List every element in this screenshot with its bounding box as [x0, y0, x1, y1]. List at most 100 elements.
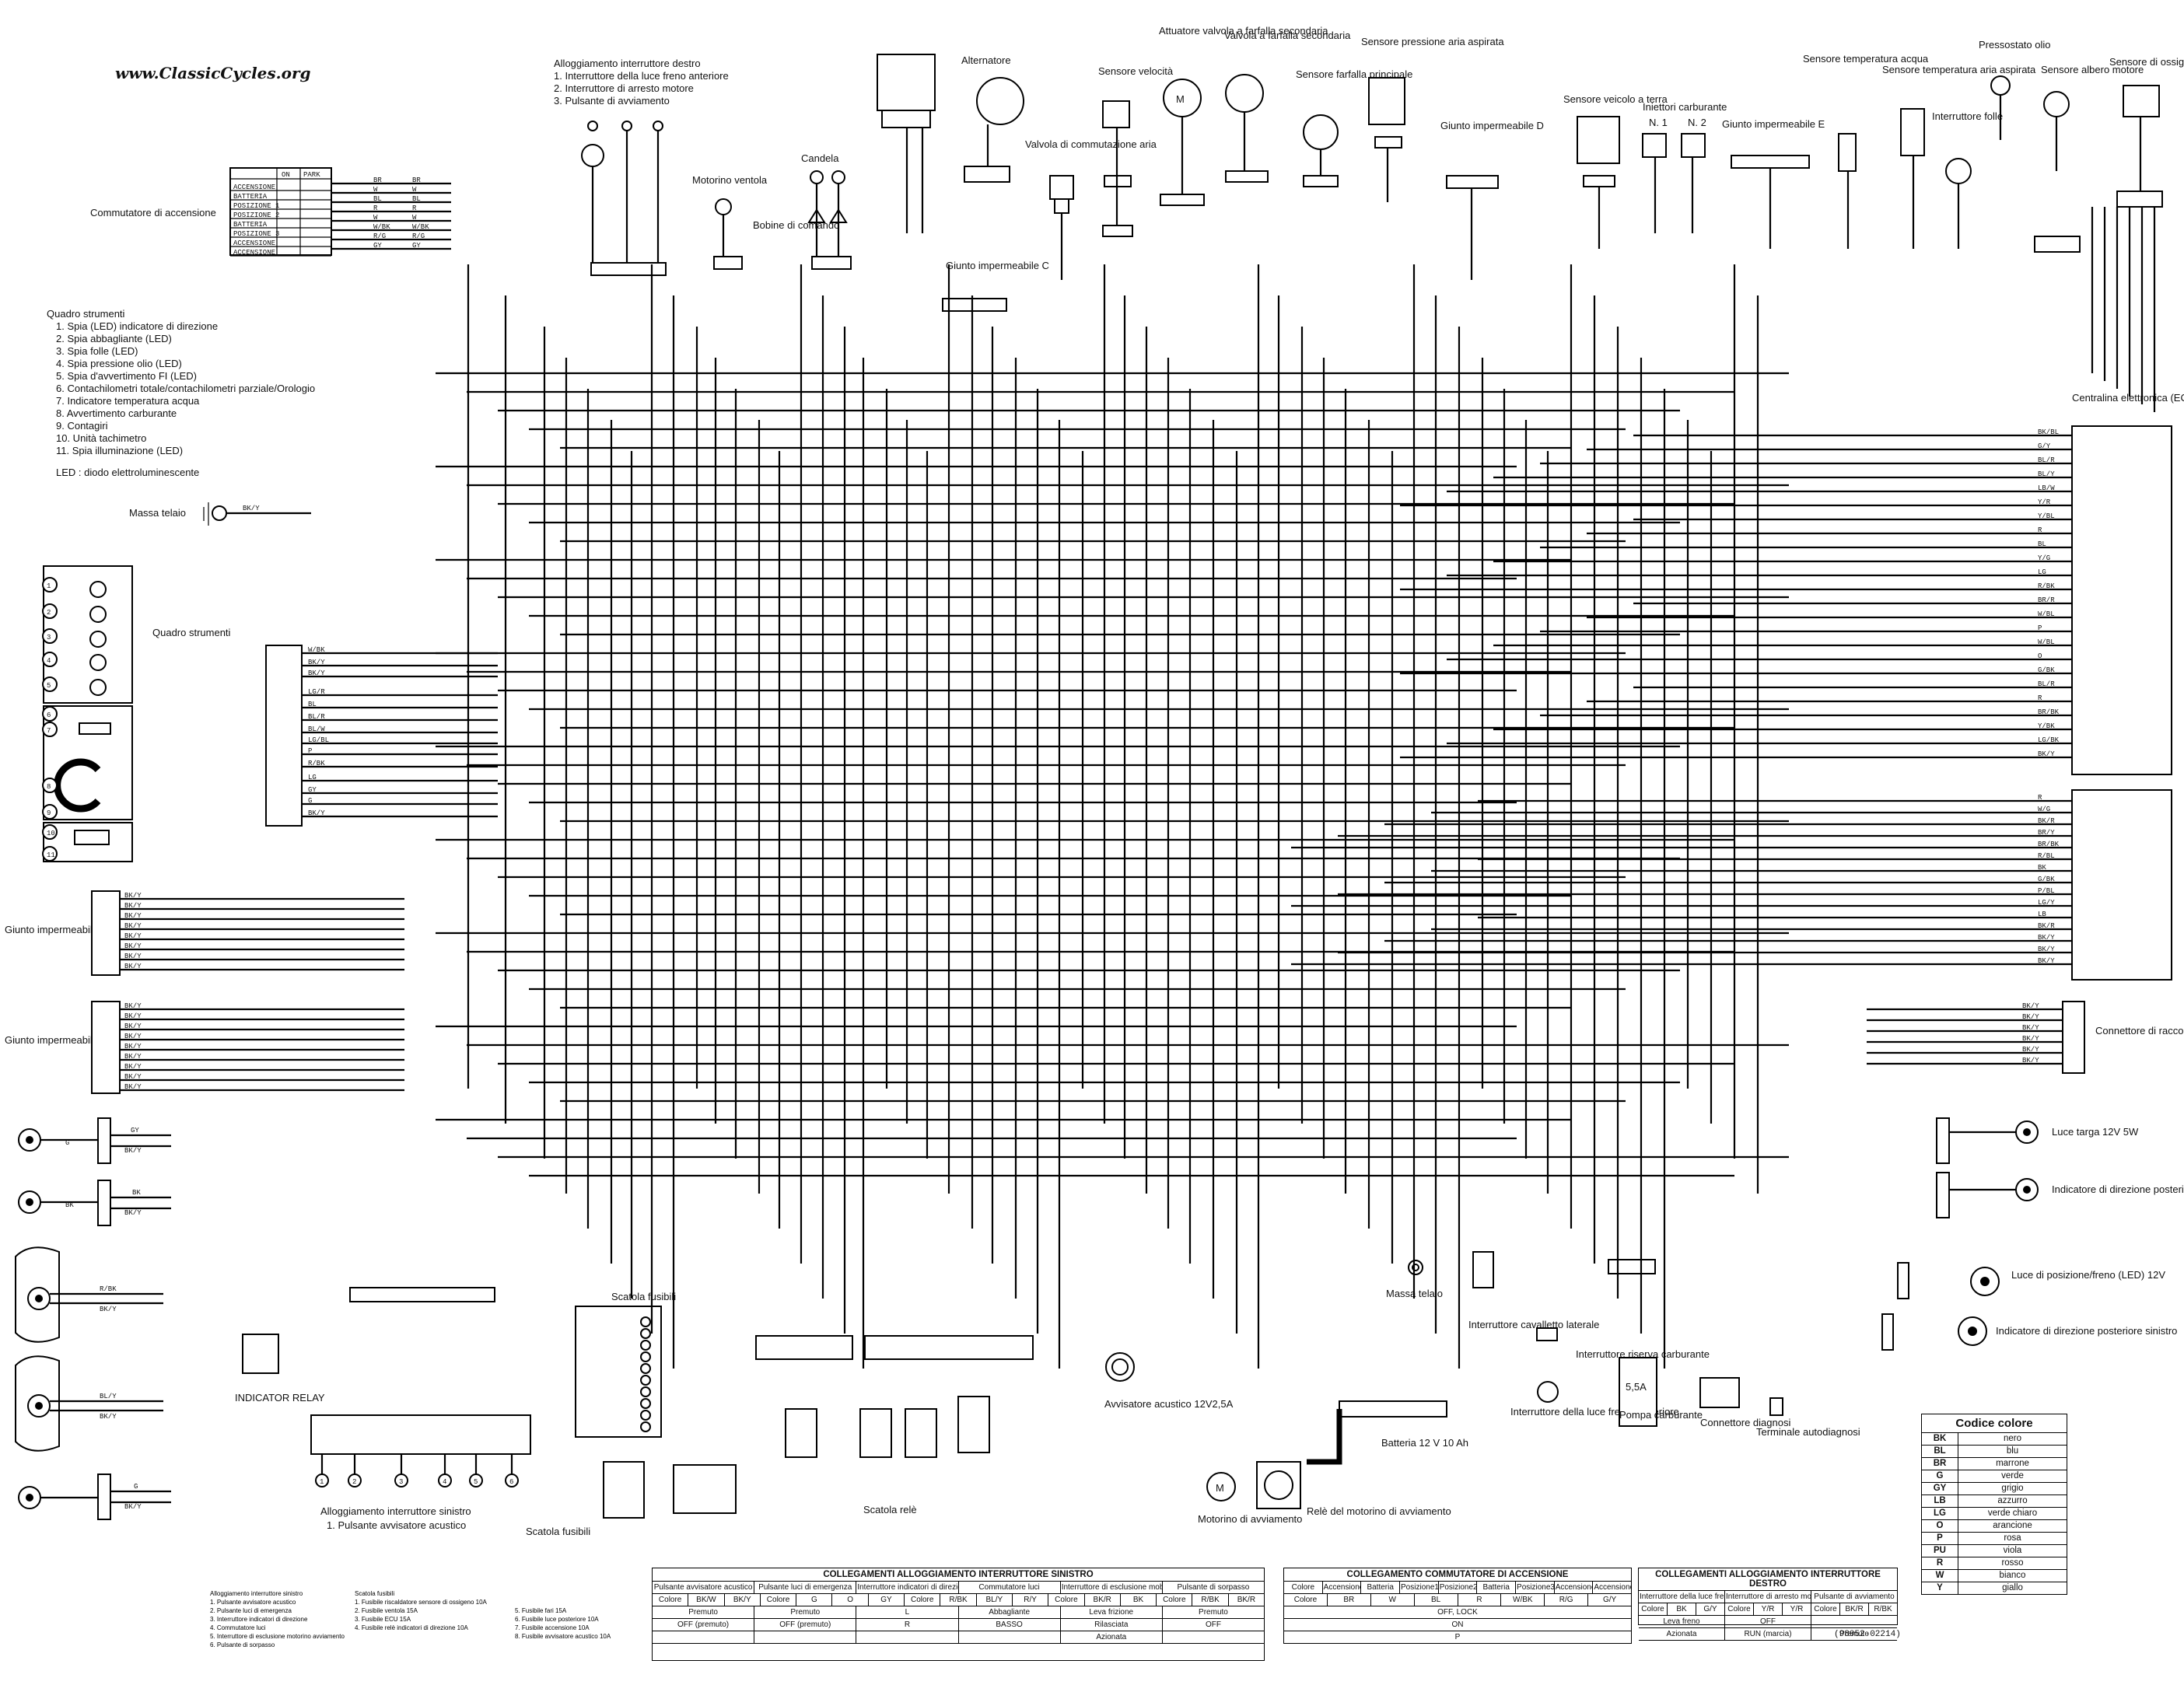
ignition-row: BATTERIA [233, 221, 268, 229]
dashboard-number-text: 2 [47, 609, 51, 617]
wire-code: BK/Y [124, 1063, 142, 1071]
right-housing-item: 2. Interruttore di arresto motore [554, 82, 694, 94]
wire-code: R [2038, 794, 2042, 802]
wire-code: R/BK [2038, 582, 2055, 590]
table-cell: R/G [1545, 1594, 1589, 1606]
injector-1-label: N. 1 [1649, 117, 1668, 128]
table-cell [754, 1631, 857, 1643]
table-cell: Accensione [1323, 1582, 1362, 1593]
table-cell: Commutatore luci [959, 1582, 1061, 1593]
lamp-icon [18, 1128, 41, 1214]
table-cell: Colore [1157, 1594, 1193, 1606]
intake-pressure-sensor-label: Sensore pressione aria aspirata [1361, 36, 1504, 47]
wire-code: LB/W [2038, 484, 2055, 492]
dashboard-note: 7. Indicatore temperatura acqua [56, 395, 200, 407]
wire-code: R [2038, 694, 2042, 702]
table-cell: BK [1668, 1603, 1696, 1615]
wire-code: BK/Y [124, 892, 142, 900]
table-cell: Premuto [1199, 1608, 1228, 1617]
wire-code: G/Y [2038, 442, 2051, 450]
table-cell: R/Y [1013, 1594, 1049, 1606]
bottom-note: Alloggiamento interruttore sinistro [210, 1590, 303, 1597]
wire-code: G [308, 797, 312, 805]
water-temp-sensor-label: Sensore temperatura acqua [1803, 53, 1929, 65]
wire-code: BK/Y [124, 1053, 142, 1061]
fuse-icon [640, 1363, 651, 1374]
wire-code: GY [131, 1127, 139, 1134]
color-name: verde [2001, 1471, 2024, 1480]
wire-code: W/BK [308, 646, 325, 654]
ignition-row: POSIZIONE 1 [233, 202, 279, 210]
table-cell [856, 1631, 959, 1643]
table-cell: Batteria [1361, 1582, 1401, 1593]
bottom-note: 3. Interruttore indicatori di direzione [210, 1616, 308, 1623]
table-cell: Azionata [1639, 1628, 1725, 1640]
table-cell: Colore [653, 1594, 689, 1606]
dashboard-note: 9. Contagiri [56, 420, 108, 432]
table-cell: BL [1415, 1594, 1458, 1606]
joint-e-label: Giunto impermeabile E [1722, 118, 1825, 130]
dashboard-number [42, 804, 58, 820]
left-switch-table-title: COLLEGAMENTI ALLOGGIAMENTO INTERRUTTORE … [653, 1568, 1264, 1582]
color-legend-title: Codice colore [1922, 1414, 2067, 1433]
right-housing-item: 1. Interruttore della luce freno anterio… [554, 70, 729, 82]
dashboard-number [42, 603, 58, 619]
motor-icon: M [1206, 1472, 1236, 1501]
color-code: PU [1922, 1545, 1958, 1557]
wire-code: Y/G [2038, 554, 2050, 562]
bottom-note: 3. Fusibile ECU 15A [355, 1616, 411, 1623]
bottom-note: 5. Fusibile fari 15A [515, 1607, 567, 1614]
table-cell: OFF (premuto) [754, 1619, 857, 1631]
dashboard-number-text: 3 [47, 634, 51, 641]
bottom-note: 2. Pulsante luci di emergenza [210, 1607, 292, 1614]
wire-code: BK/Y [124, 1073, 142, 1081]
left-housing-item: 1. Pulsante avvisatore acustico [327, 1519, 466, 1531]
motor-icon: M [1163, 79, 1202, 117]
wire-code: GY [308, 786, 317, 794]
right-housing-notes: Alloggiamento interruttore destro 1. Int… [554, 58, 729, 107]
wire-code: BK/R [2038, 922, 2055, 930]
wire-code: R/G [412, 232, 425, 240]
starter-motor-label: Motorino di avviamento [1198, 1513, 1302, 1525]
color-name: bianco [1999, 1571, 2026, 1580]
color-code: R [1922, 1557, 1958, 1569]
wire-code: BL/R [2038, 456, 2055, 464]
switch-pin-number: 4 [443, 1478, 446, 1486]
wire-code: W/BL [2038, 638, 2055, 646]
dashboard-number [42, 652, 58, 667]
wire-code: BK/Y [124, 1209, 142, 1217]
table-cell: Interruttore della luce freno anteriore [1640, 1591, 1725, 1603]
table-cell: OFF, LOCK [1437, 1608, 1478, 1617]
ignition-row: ACCENSIONE [233, 249, 275, 257]
wire-code: BK/BL [2038, 428, 2059, 436]
table-cell: OFF [1205, 1620, 1221, 1629]
wire-code: GY [373, 242, 382, 250]
wire-code: BR/BK [2038, 841, 2060, 848]
color-name: azzurro [1997, 1496, 2028, 1505]
wire-code: W/BK [412, 223, 429, 231]
dashboard-notes-title: Quadro strumenti [47, 308, 125, 320]
wire-code: W [412, 186, 417, 194]
table-cell: ON [1451, 1620, 1464, 1629]
lamp-icon [1958, 1120, 2039, 1346]
table-cell [959, 1631, 1061, 1643]
color-code: Y [1922, 1582, 1958, 1594]
relay-icon [1256, 1461, 1301, 1509]
wire-code: BL/Y [2038, 470, 2055, 478]
table-cell: Rilasciata [1061, 1619, 1163, 1631]
dashboard-number [42, 706, 58, 722]
sensor-icon [1102, 100, 1130, 128]
ignition-table: COLLEGAMENTO COMMUTATORE DI ACCENSIONE C… [1283, 1568, 1632, 1644]
ignition-row: BATTERIA [233, 193, 268, 201]
fuse-icon [640, 1410, 651, 1421]
joint-a-label: Giunto impermeabile A [5, 924, 107, 935]
right-switch-table: COLLEGAMENTI ALLOGGIAMENTO INTERRUTTORE … [1638, 1568, 1898, 1641]
table-cell: Interruttore di esclusione mobilità/ inc… [1061, 1582, 1163, 1593]
dashboard-number-text: 5 [47, 682, 51, 690]
indicator-relay-label: INDICATOR RELAY [235, 1392, 325, 1404]
motor-icon [715, 198, 732, 215]
wire-code: W [373, 186, 378, 194]
speed-sensor-label: Sensore velocità [1098, 65, 1174, 77]
